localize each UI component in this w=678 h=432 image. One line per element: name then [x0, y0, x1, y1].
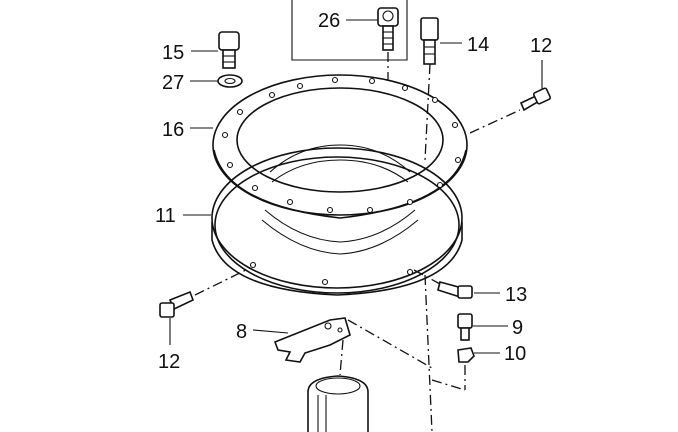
dash-pin: [339, 339, 344, 376]
callout-10: 10: [504, 343, 526, 365]
callout-12-top: 12: [530, 35, 552, 57]
callout-11: 11: [155, 205, 176, 227]
fitting-13: [437, 281, 473, 299]
washer-27: [217, 74, 243, 88]
callout-9: 9: [512, 317, 523, 339]
callout-8: 8: [236, 321, 247, 343]
grease-fitting-12-bottom: [159, 290, 195, 345]
dash-13: [413, 269, 441, 285]
bolt-9: [457, 313, 473, 341]
dash-12-top: [469, 109, 521, 134]
dash-14: [424, 63, 431, 161]
upper-ring-16: [212, 74, 468, 219]
stopper-plate-8: [273, 317, 351, 363]
bolt-14: [420, 17, 439, 65]
callout-26: 26: [318, 10, 340, 32]
dash-center-a: [424, 274, 433, 432]
grease-fitting-12-top: [519, 60, 552, 112]
gear-teeth: [261, 144, 419, 255]
detail-box: [291, 0, 408, 61]
dash-8: [347, 319, 433, 369]
bolt-15: [218, 31, 240, 69]
callout-27: 27: [162, 72, 184, 94]
lower-ring-11: [211, 147, 463, 296]
bolt-26: [377, 7, 399, 51]
callout-12-bottom: 12: [158, 351, 180, 373]
bolt-holes: [221, 76, 462, 286]
leader-8: [252, 329, 289, 334]
pinion-shaft: [307, 375, 369, 432]
callout-15: 15: [162, 42, 184, 64]
callout-13: 13: [505, 284, 527, 306]
dash-12-bottom: [194, 267, 251, 296]
nut-10: [457, 347, 475, 363]
dash-center-c: [431, 379, 466, 391]
callout-16: 16: [162, 119, 184, 141]
callout-14: 14: [467, 34, 489, 56]
